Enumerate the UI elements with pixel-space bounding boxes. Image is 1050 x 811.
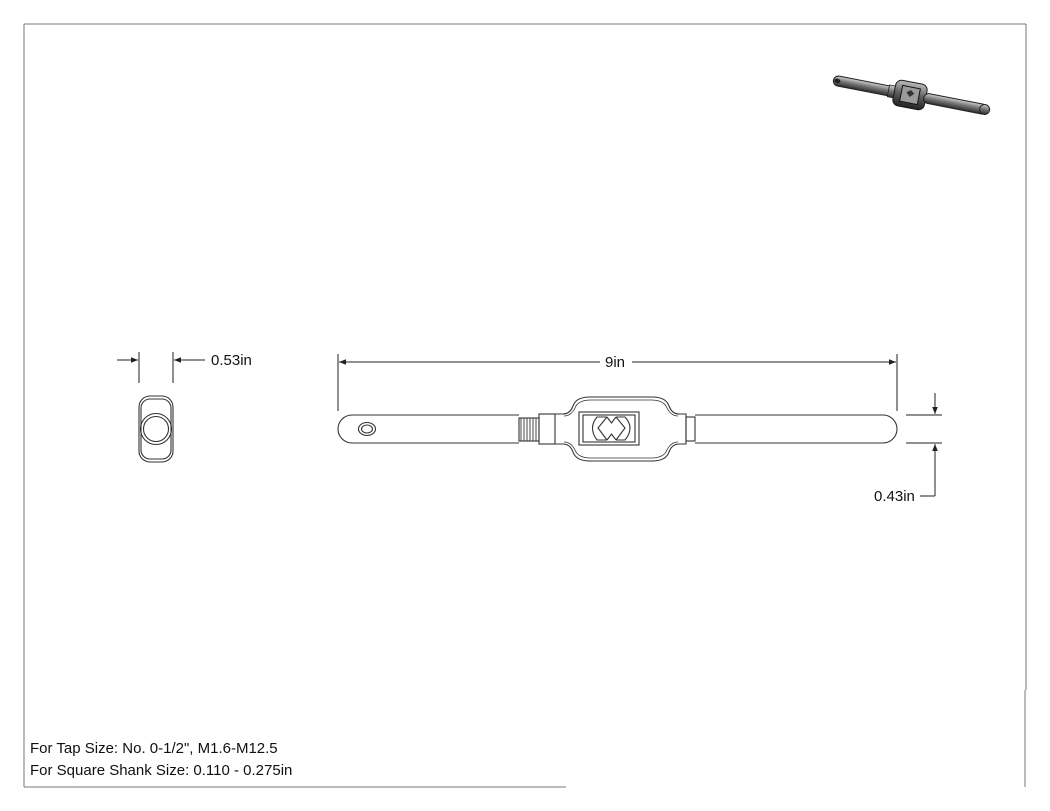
thread-lines — [520, 418, 537, 441]
dimension-length — [337, 354, 898, 411]
dimension-length-label: 9in — [605, 354, 625, 371]
tap-wrench-front-view — [337, 396, 898, 462]
tap-size-note: For Tap Size: No. 0-1/2", M1.6-M12.5 — [30, 740, 278, 757]
shank-size-note: For Square Shank Size: 0.110 - 0.275in — [30, 762, 293, 779]
isometric-view — [832, 75, 991, 116]
handle-hole — [357, 421, 377, 437]
dimension-thickness — [906, 393, 942, 497]
dimension-width — [117, 352, 205, 383]
sheet-border — [23, 23, 1027, 788]
end-view — [138, 395, 174, 463]
dimension-thickness-label: 0.43in — [874, 488, 915, 505]
dimension-width-label: 0.53in — [211, 352, 252, 369]
